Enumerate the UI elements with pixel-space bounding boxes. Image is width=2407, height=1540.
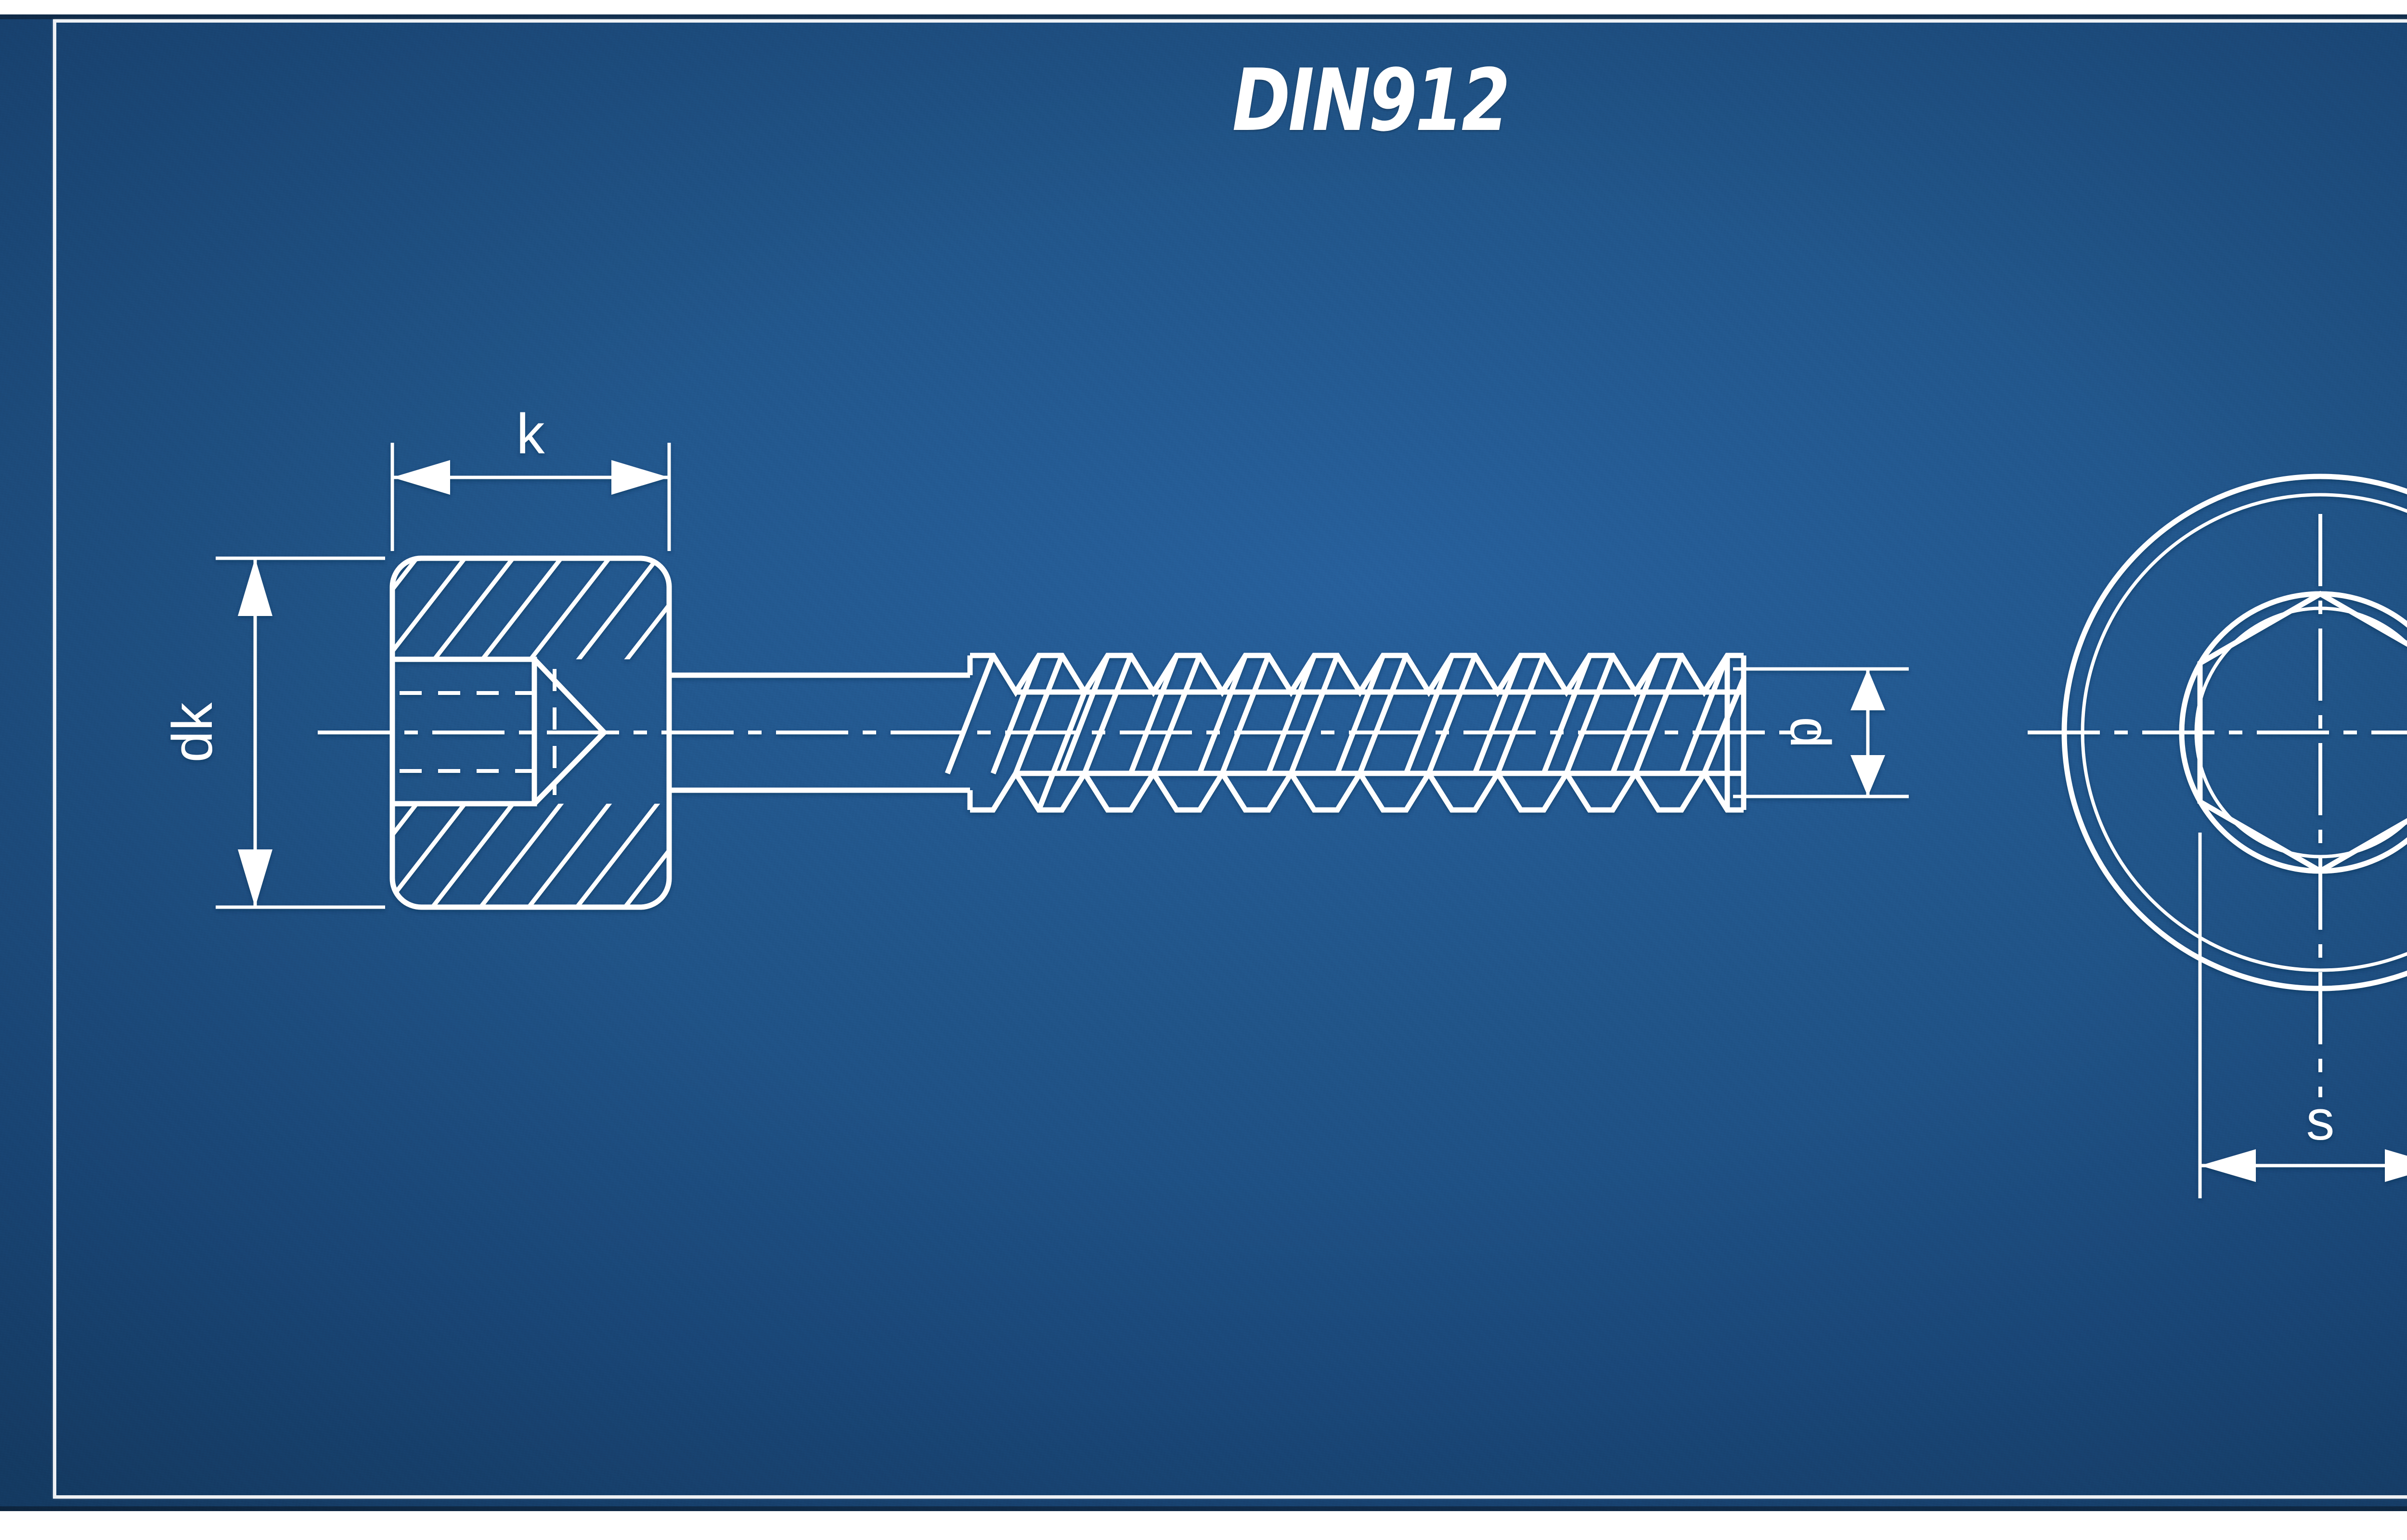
socket-width-across-flats-dimension: s	[2198, 833, 2407, 1198]
screw-head-outline	[389, 555, 672, 910]
dk-arrowhead-top	[238, 558, 272, 616]
thread-crest-top	[970, 653, 1744, 697]
s-arrowhead-left	[2200, 1149, 2256, 1182]
k-arrowhead-left	[392, 460, 450, 495]
thread-flank-lines	[945, 654, 1747, 811]
page-title: DIN912	[1232, 51, 1511, 150]
drawing-geometry: k dk d	[161, 402, 2407, 1198]
hex-socket-bore	[392, 656, 537, 807]
d-dimension-label: d	[1778, 717, 1842, 748]
s-dimension-label: s	[2306, 1089, 2335, 1152]
head-diameter-dimension: dk	[161, 556, 385, 909]
thread-diameter-dimension: d	[1733, 667, 1909, 798]
d-arrowhead-top	[1851, 669, 1885, 710]
head-section-hatch-lower	[392, 804, 669, 907]
s-arrowhead-right	[2385, 1149, 2407, 1182]
dk-dimension-label: dk	[161, 702, 224, 763]
head-section-hatch-upper	[392, 558, 669, 659]
end-view	[2028, 474, 2407, 1097]
k-dimension-label: k	[517, 402, 545, 466]
d-arrowhead-bottom	[1851, 755, 1885, 796]
paper-bottom-edge	[0, 1506, 2407, 1511]
screw-thread	[945, 653, 1747, 813]
paper-top-edge	[0, 14, 2407, 19]
head-outer-circle-inner	[2081, 493, 2407, 972]
section-side-view	[318, 555, 1820, 910]
k-arrowhead-right	[611, 460, 669, 495]
dk-arrowhead-bottom	[238, 849, 272, 907]
head-height-dimension: k	[390, 402, 671, 551]
thread-crest-bottom	[970, 768, 1744, 813]
